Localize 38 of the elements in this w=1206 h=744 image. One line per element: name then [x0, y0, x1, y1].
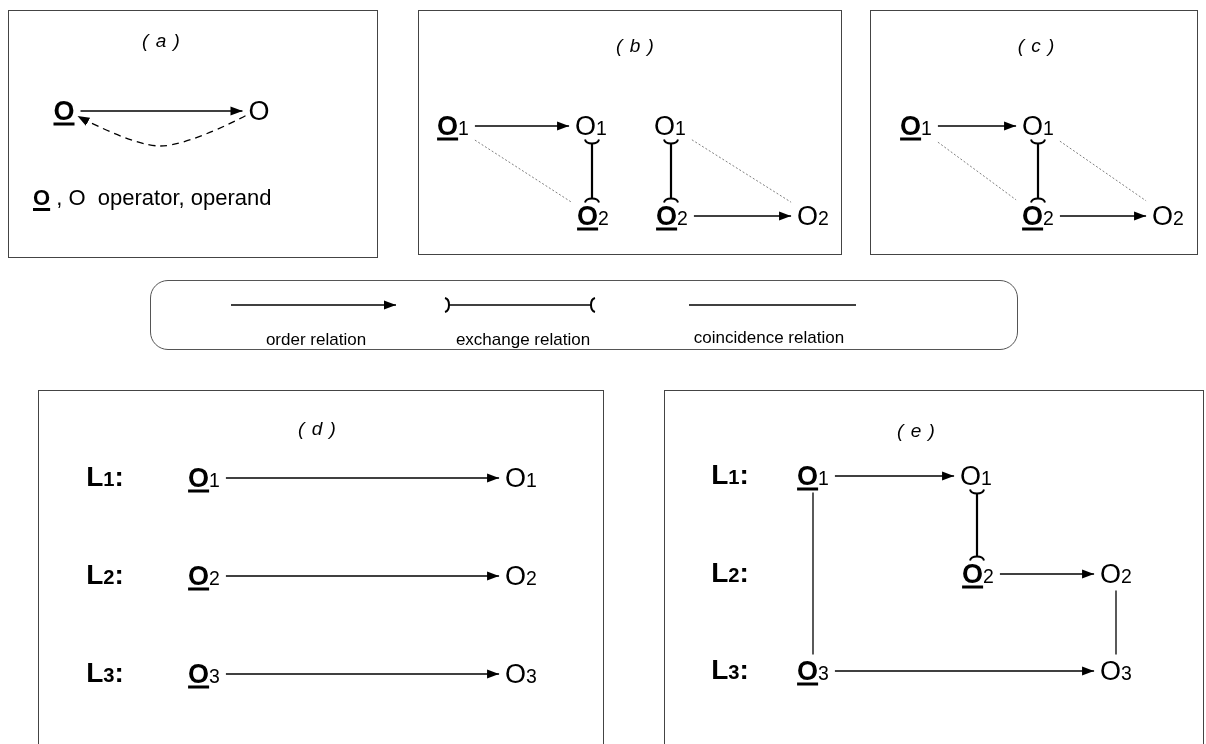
notation-note: O , O operator, operand — [33, 187, 272, 209]
exchange-line — [663, 138, 679, 204]
panel — [664, 390, 1204, 744]
coincidence-line — [812, 491, 814, 656]
arrow — [225, 473, 500, 483]
arrow — [937, 121, 1017, 131]
arrow — [225, 571, 500, 581]
legend-text: exchange relation — [455, 330, 591, 350]
arrow — [225, 669, 500, 679]
panel-title: ( b ) — [616, 35, 654, 57]
panel-title: ( e ) — [897, 420, 935, 442]
panel — [38, 390, 604, 744]
exchange-line — [969, 488, 985, 562]
arrow — [693, 211, 792, 221]
exchange-line — [584, 138, 600, 204]
arrow — [999, 569, 1095, 579]
operator-symbol: O — [53, 97, 75, 125]
coincidence-line — [1115, 589, 1117, 656]
operand-symbol: O — [248, 97, 270, 125]
dotted-line — [691, 139, 792, 203]
panel — [418, 10, 842, 255]
panel-title: ( a ) — [142, 30, 180, 52]
panel-title: ( d ) — [298, 418, 336, 440]
arrow — [474, 121, 570, 131]
exchange-line — [1030, 138, 1046, 204]
dotted-line — [1059, 140, 1147, 202]
panel — [870, 10, 1198, 255]
panel-title: ( c ) — [1017, 35, 1055, 57]
arrow — [1059, 211, 1147, 221]
legend-text: coincidence relation — [693, 328, 845, 348]
dashed-arrow — [76, 115, 247, 147]
arrow — [79, 106, 244, 116]
dotted-line — [937, 141, 1017, 201]
legend-text: order relation — [265, 330, 367, 350]
arrow — [834, 666, 1095, 676]
panel — [8, 10, 378, 258]
arrow — [834, 471, 955, 481]
dotted-line — [474, 139, 572, 203]
